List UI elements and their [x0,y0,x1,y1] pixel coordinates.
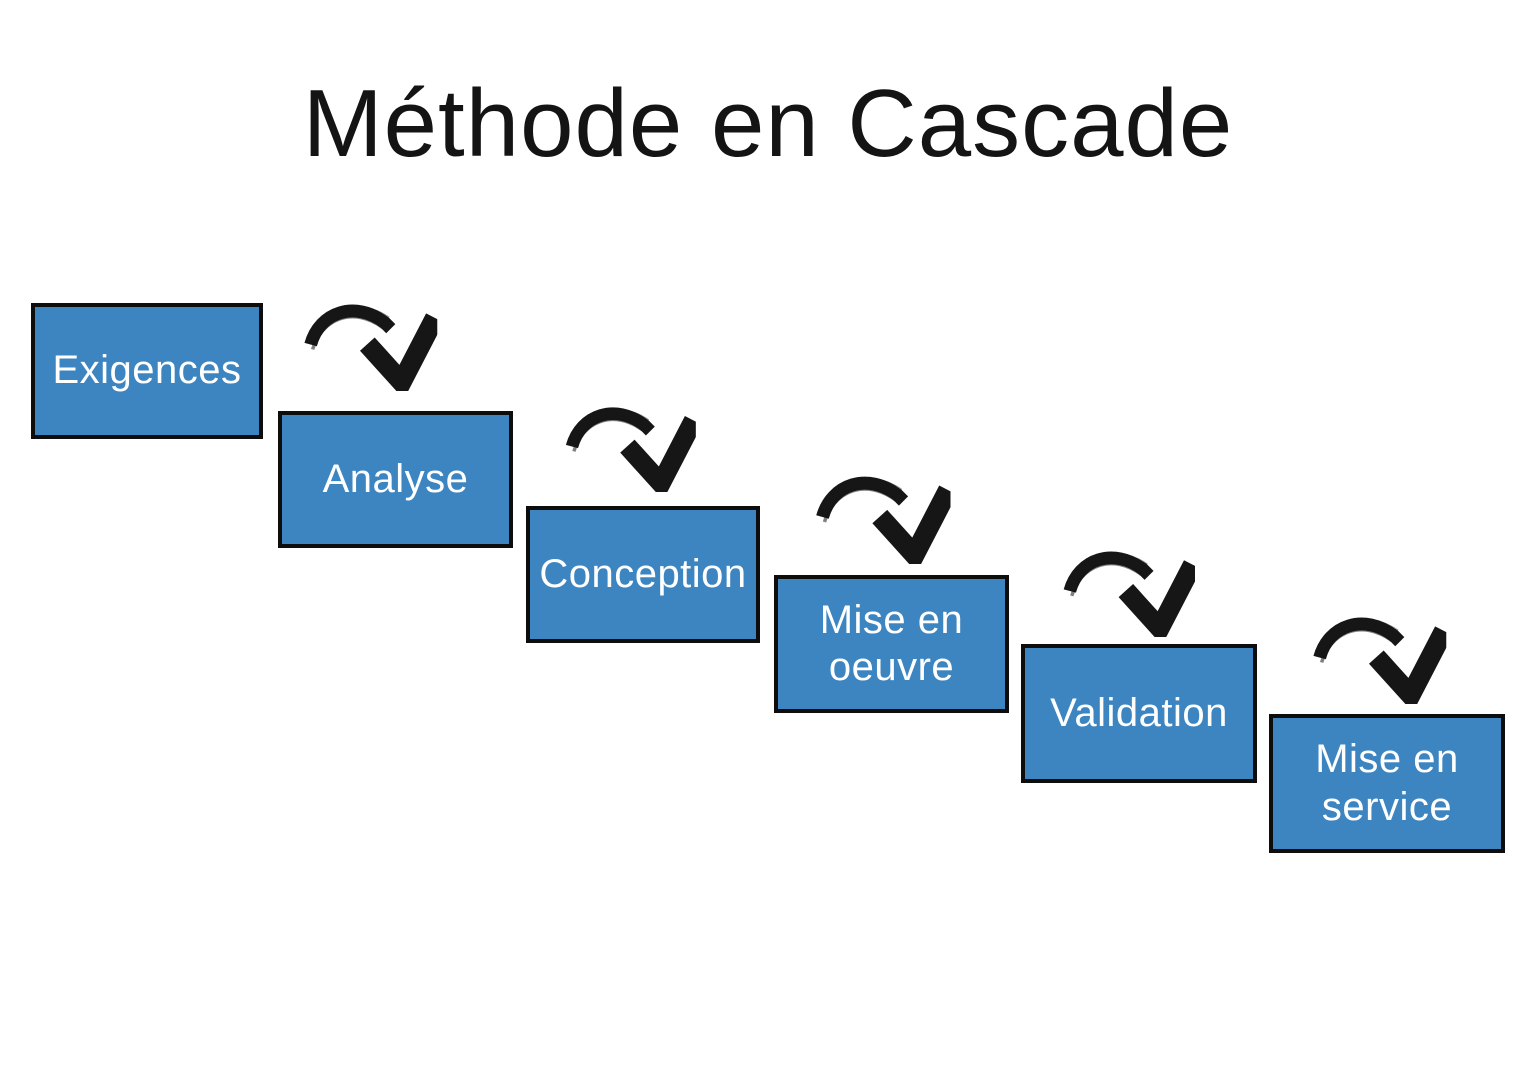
step-box-analyse: Analyse [278,411,513,548]
step-label: Exigences [52,348,242,393]
step-label: Mise en service [1315,737,1459,829]
curved-arrow-icon [815,471,951,564]
step-label: Validation [1050,690,1228,735]
step-box-mise-en-oeuvre: Mise en oeuvre [774,575,1009,713]
curved-arrow-icon [1312,612,1447,704]
step-label: Conception [539,551,747,596]
step-label: Mise en oeuvre [819,597,964,689]
curved-arrow-icon [303,299,438,391]
step-label: Analyse [322,456,469,501]
step-box-conception: Conception [526,506,760,643]
curved-arrow-icon [1062,546,1196,637]
step-box-validation: Validation [1021,644,1257,783]
diagram-title: Méthode en Cascade [302,70,1234,177]
step-box-mise-en-service: Mise en service [1269,714,1505,853]
step-box-exigences: Exigences [31,303,263,439]
curved-arrow-icon [565,402,696,492]
